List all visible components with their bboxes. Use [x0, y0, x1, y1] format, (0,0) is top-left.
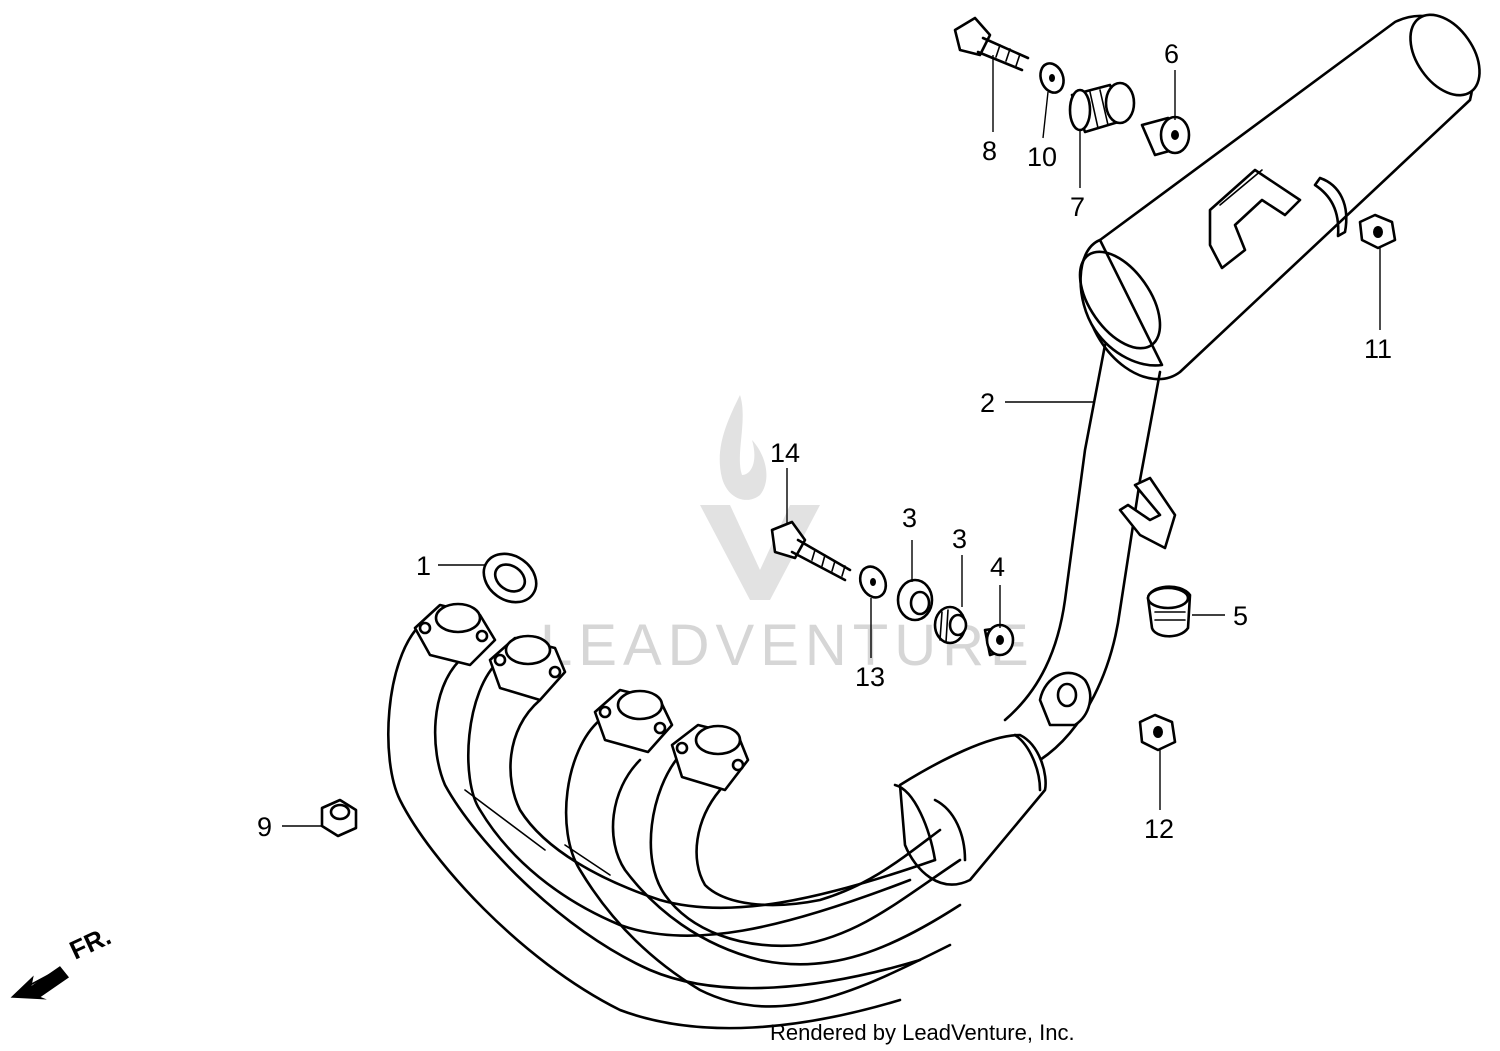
front-direction-indicator: FR.: [10, 921, 116, 1000]
callout-9: 9: [257, 812, 272, 842]
callout-10: 10: [1027, 142, 1057, 172]
callout-11: 11: [1364, 334, 1392, 364]
flange-2: [488, 634, 567, 702]
watermark-logo-icon: [700, 395, 820, 600]
callout-6: 6: [1164, 39, 1179, 69]
callout-2: 2: [980, 388, 995, 418]
connecting-pipe: [1003, 343, 1177, 762]
muffler: [1078, 13, 1481, 381]
callout-4: 4: [990, 552, 1005, 582]
washer-13: [858, 565, 888, 599]
front-label: FR.: [65, 921, 116, 966]
collector: [893, 733, 1047, 886]
leader-lines: [282, 55, 1381, 827]
front-arrow-icon: [10, 966, 70, 1000]
flange-3: [593, 688, 674, 754]
callout-7: 7: [1070, 192, 1085, 222]
collar-6: [1140, 115, 1191, 157]
washer-10: [1039, 62, 1065, 94]
header-pipes: [387, 623, 962, 1030]
collar-4: [983, 623, 1015, 657]
rubber-mount-5: [1146, 585, 1192, 638]
flange-4: [670, 723, 750, 792]
nut-11: [1358, 213, 1397, 250]
callout-14: 14: [770, 438, 800, 468]
bolt-8: [953, 16, 1030, 72]
callout-3a: 3: [902, 503, 917, 533]
rubber-3b: [933, 605, 968, 645]
nut-12: [1138, 713, 1177, 752]
callout-13: 13: [855, 662, 885, 692]
callout-labels: 1 2 3 3 4 5 6 7 8 9 10 11 12 13 14: [257, 39, 1392, 844]
flange-1: [413, 602, 497, 667]
callout-3b: 3: [952, 524, 967, 554]
bolt-14: [770, 520, 852, 582]
callout-12: 12: [1144, 814, 1174, 844]
callout-8: 8: [982, 136, 997, 166]
rubber-3a: [896, 578, 934, 622]
nut-9: [320, 798, 358, 838]
gasket-1: [482, 552, 538, 604]
rubber-7: [1068, 81, 1136, 134]
render-credit: Rendered by LeadVenture, Inc.: [770, 1020, 1075, 1045]
callout-5: 5: [1233, 601, 1248, 631]
header-flanges: [413, 602, 750, 792]
callout-1: 1: [416, 551, 431, 581]
